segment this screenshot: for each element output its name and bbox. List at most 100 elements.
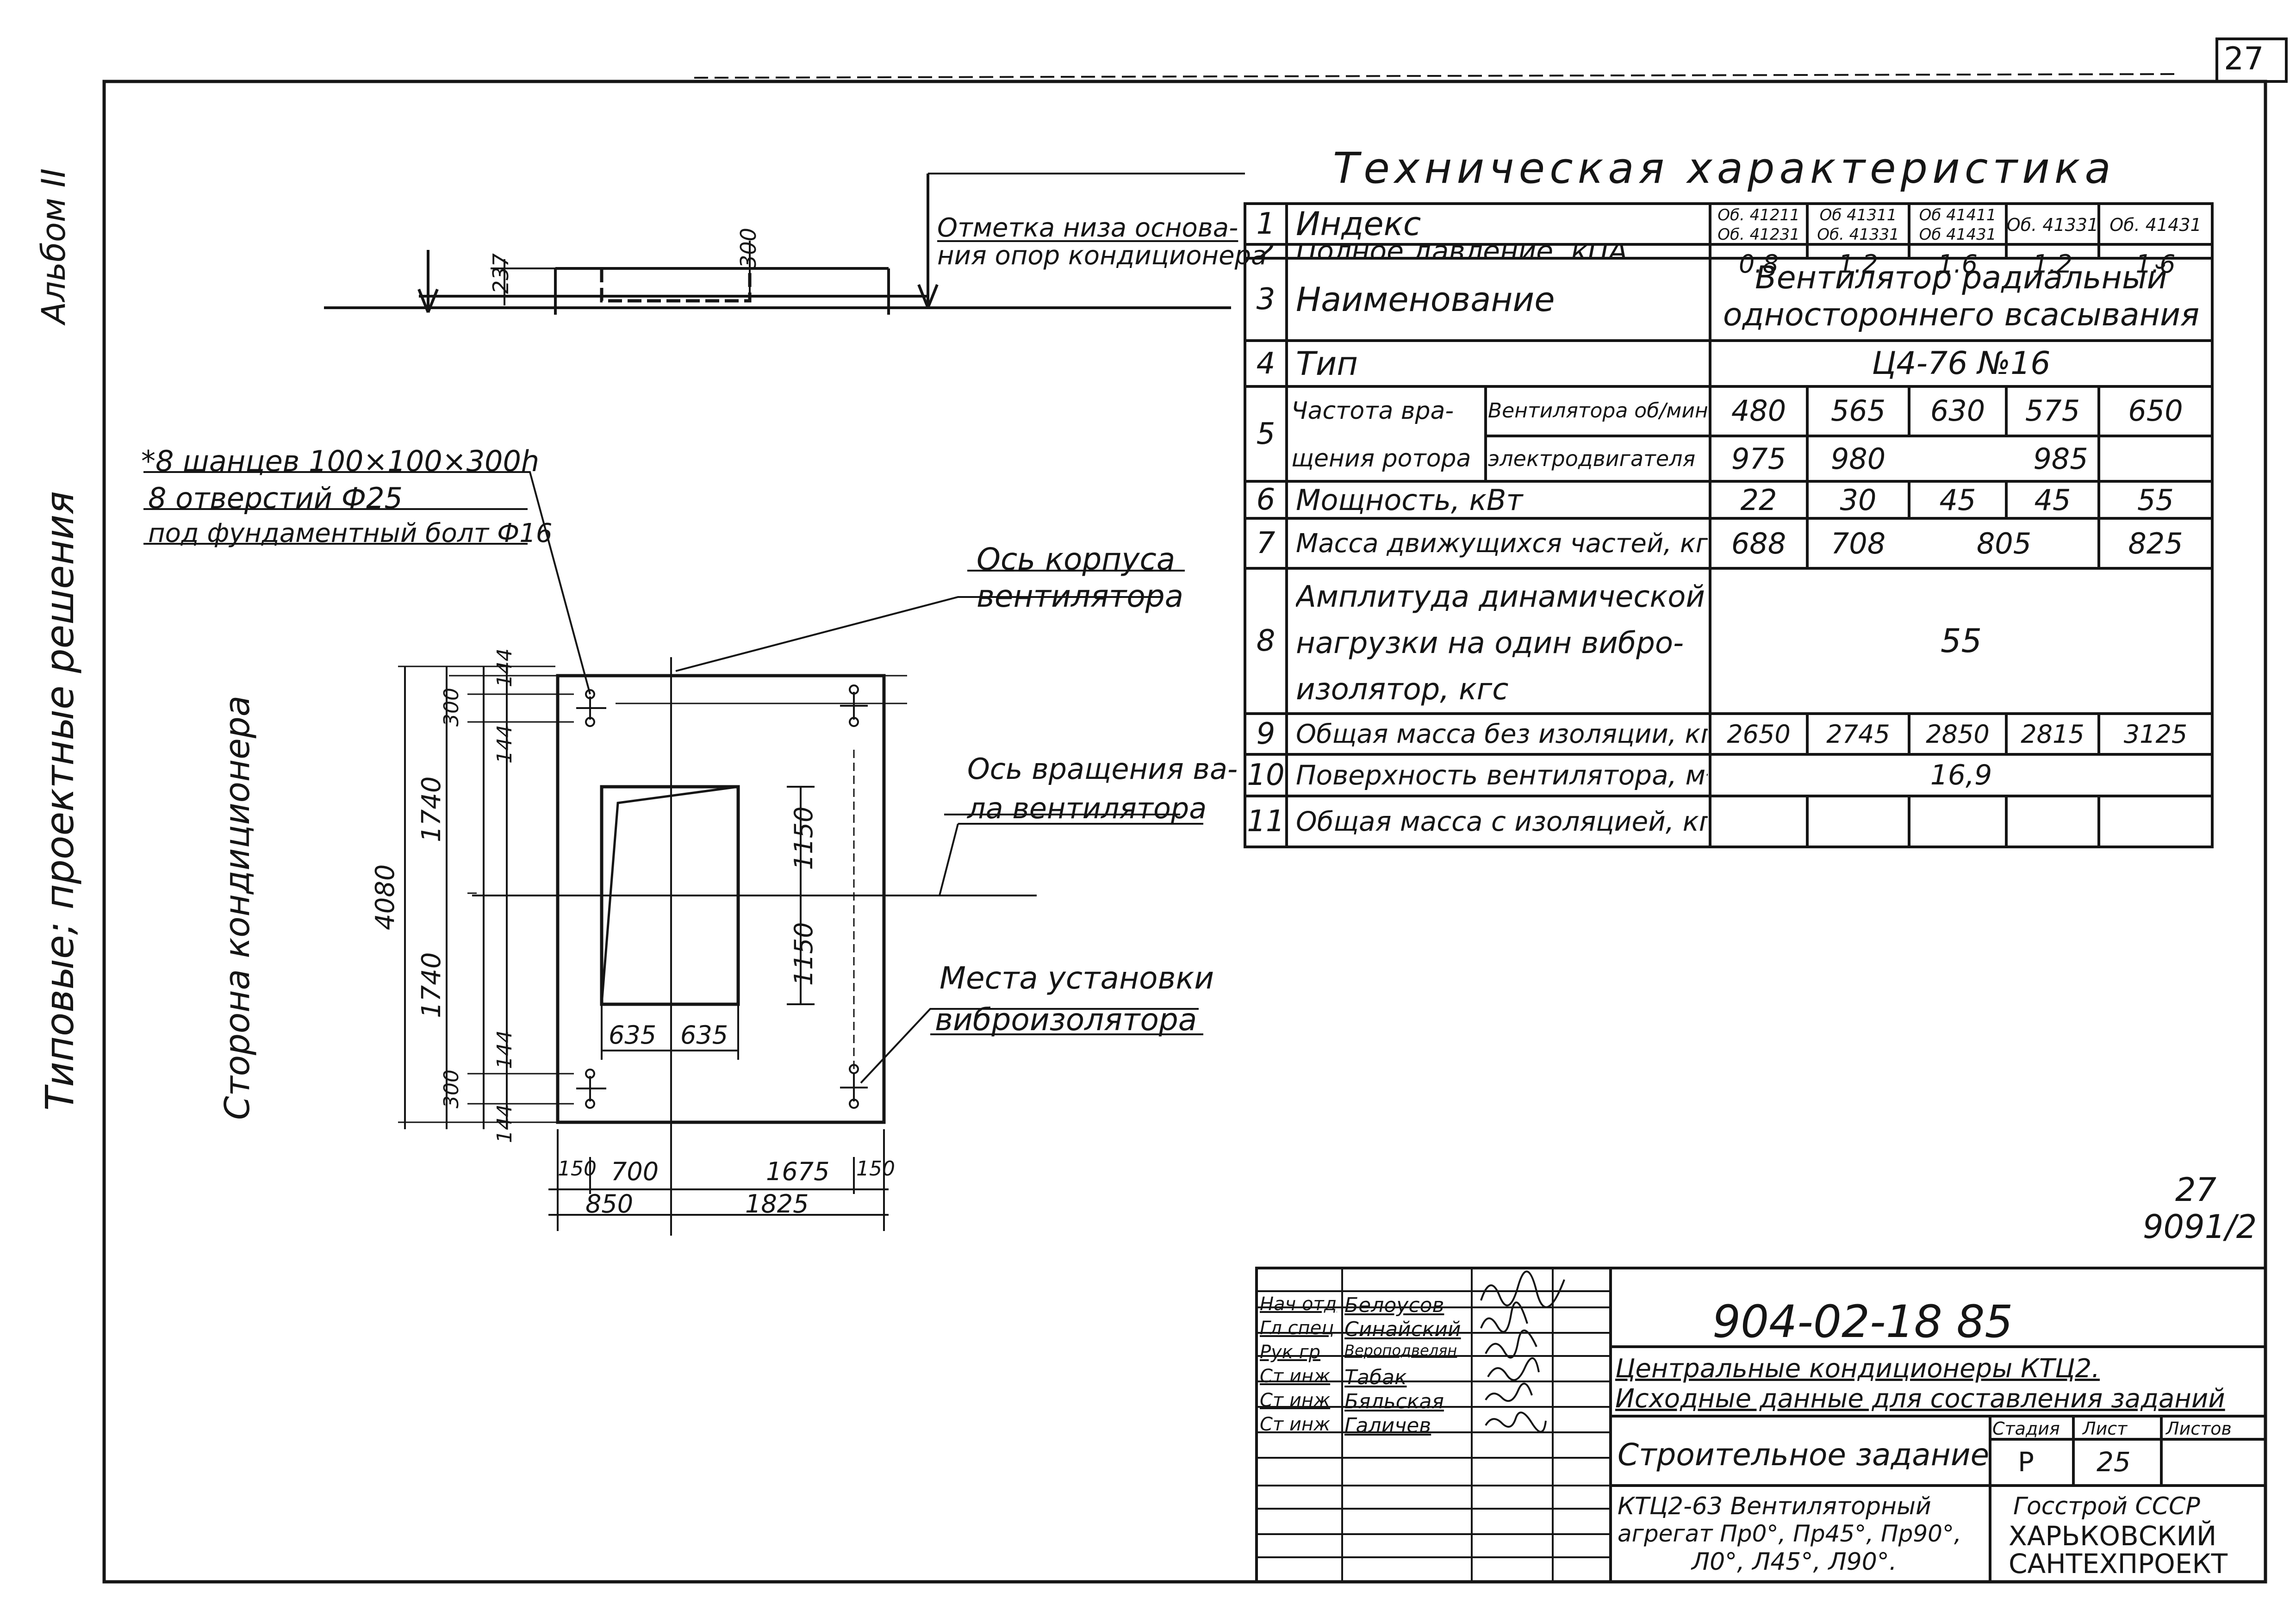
tb-name: Бяльская — [1344, 1390, 1444, 1413]
spec-value-motor: 975 — [1731, 442, 1786, 476]
dim-144-b: 144 — [493, 725, 516, 764]
dim-bottom-700: 700 — [611, 1157, 659, 1186]
dim-1740-top: 1740 — [417, 776, 447, 842]
signature-scribbles — [1480, 1270, 1565, 1433]
tb-org: Госстрой СССР — [2013, 1492, 2200, 1520]
spec-value-drymass: 3125 — [2123, 719, 2188, 749]
spec-value: 1.2 — [1838, 249, 1878, 279]
tb-sub: Строительное задание — [1618, 1437, 1990, 1473]
tb-name: Табак — [1344, 1366, 1407, 1389]
spec-row-num: 7 — [1256, 526, 1276, 560]
anchor-note-1: *8 шанцев 100×100×300h — [141, 444, 540, 478]
spec-merged: Ц4-76 №16 — [1872, 345, 2051, 382]
spec-row-num: 5 — [1256, 417, 1276, 451]
tb-object: агрегат Пр0°, Пр45°, Пр90°, — [1618, 1520, 1961, 1547]
spec-row-label: Амплитуда динамической — [1296, 580, 1705, 614]
spec-index-code: Об. 41331 — [1817, 225, 1899, 244]
spec-merged: 16,9 — [1930, 759, 1992, 791]
dim-1150-top: 1150 — [789, 806, 818, 870]
tb-role: Ст инж — [1260, 1414, 1331, 1435]
title-block-grid — [1255, 1267, 2267, 1583]
spec-table: 1234567891011ИндексПолное давление, кПАН… — [1245, 204, 2212, 847]
dim-635-b: 635 — [680, 1020, 728, 1050]
tb-desc1: Центральные кондиционеры КТЦ2. — [1615, 1354, 2100, 1384]
spec-value-drymass: 2815 — [2021, 719, 2084, 749]
isolator-label-1: Места установки — [940, 960, 1214, 996]
dim-300-bottom: 300 — [440, 1070, 463, 1108]
spec-value-rpm: 565 — [1830, 394, 1886, 428]
elevation-view — [324, 173, 1245, 315]
spec-index-code: Об. 41331 — [2006, 215, 2099, 235]
tb-name: Синайский — [1344, 1318, 1461, 1341]
spec-row-num: 9 — [1256, 717, 1276, 751]
anchor-note-3: под фундаментный болт Ф16 — [148, 518, 553, 548]
spec-value-motor: 985 — [2033, 442, 2088, 476]
tb-role: Ст инж — [1260, 1390, 1331, 1411]
elevation-label-1: Отметка низа основа- — [937, 213, 1238, 243]
tb-org: САНТЕХПРОЕКТ — [2009, 1548, 2228, 1579]
tb-role: Рук гр — [1260, 1342, 1321, 1363]
sheet-corner-number: 27 — [2224, 41, 2264, 77]
dim-bottom-1825: 1825 — [745, 1189, 809, 1219]
tb-stage-h: Стадия — [1992, 1418, 2060, 1439]
dim-635-a: 635 — [609, 1020, 657, 1050]
spec-value-drymass: 2650 — [1727, 719, 1791, 749]
dim-144-c: 144 — [493, 1030, 516, 1069]
tb-org: ХАРЬКОВСКИЙ — [2009, 1520, 2217, 1552]
spec-sub-label: электродвигателя — [1488, 446, 1696, 471]
spec-row-num: 3 — [1256, 282, 1276, 317]
spec-row-label: Поверхность вентилятора, м² — [1296, 759, 1708, 791]
dim-bottom-850: 850 — [585, 1189, 634, 1219]
spec-row-label: изолятор, кгс — [1296, 672, 1509, 707]
spec-row-label: щения ротора — [1291, 445, 1471, 473]
spec-value-rpm: 480 — [1731, 394, 1786, 428]
tb-object: КТЦ2-63 Вентиляторный — [1618, 1492, 1931, 1520]
dim-bottom-150-right: 150 — [856, 1157, 895, 1181]
body-axis-label-2: вентилятора — [977, 578, 1184, 614]
spec-value: 1.6 — [1938, 249, 1978, 279]
spec-row-num: 10 — [1247, 758, 1285, 792]
shaft-axis-label-2: ла вентилятора — [967, 791, 1207, 825]
spec-value: 0.8 — [1739, 249, 1779, 279]
dim-bottom-150-left: 150 — [558, 1157, 597, 1181]
spec-index-code: Об. 41231 — [1717, 225, 1800, 244]
spec-value: 1.6 — [2135, 249, 2176, 279]
spec-value-power: 22 — [1740, 483, 1777, 517]
side-label-series: Типовые; проектные решения — [37, 491, 82, 1111]
spec-merged: Вентилятор радиальный — [1755, 259, 2167, 296]
spec-table-grid — [1244, 202, 2214, 848]
tb-role: Нач отд — [1260, 1293, 1337, 1315]
spec-index-code: Об. 41431 — [2109, 215, 2202, 235]
tb-role: Гл спец — [1260, 1318, 1334, 1339]
spec-index-code: Об 41411 — [1919, 206, 1997, 224]
spec-row-label: Общая масса без изоляции, кг — [1296, 719, 1708, 749]
spec-merged: одностороннего всасывания — [1723, 296, 2200, 333]
spec-sub-label: Вентилятора об/мин — [1488, 399, 1708, 423]
tb-name: Белоусов — [1344, 1293, 1444, 1317]
conditioner-side-label: Сторона кондиционера — [218, 695, 257, 1120]
spec-value-drymass: 2850 — [1926, 719, 1990, 749]
spec-index-code: Об. 41211 — [1717, 206, 1800, 224]
tech-title: Техническая характеристика — [1333, 143, 2116, 193]
spec-value-rpm: 650 — [2128, 394, 2183, 428]
spec-value-power: 30 — [1840, 483, 1877, 517]
sheet-frame — [102, 80, 2267, 1584]
spec-value-mass: 688 — [1731, 526, 1786, 560]
sheet-ref-bottom: 9091/2 — [2143, 1208, 2257, 1246]
spec-index-code: Об 41431 — [1919, 225, 1997, 244]
dim-300-top: 300 — [440, 688, 463, 727]
spec-value-motor: 980 — [1830, 442, 1886, 476]
spec-row-label: Тип — [1296, 344, 1358, 383]
spec-value-mass: 825 — [2128, 526, 2183, 560]
spec-row-label: Частота вра- — [1291, 397, 1454, 425]
spec-row-label: Наименование — [1296, 280, 1555, 319]
tb-object: Л0°, Л45°, Л90°. — [1692, 1548, 1897, 1576]
dim-total-4080: 4080 — [370, 864, 400, 930]
isolator-label-2: виброизолятора — [935, 1002, 1197, 1038]
tb-sheets-h: Листов — [2166, 1418, 2232, 1439]
anchor-note-2: 8 отверстий Ф25 — [148, 481, 403, 515]
spec-row-num: 11 — [1247, 804, 1285, 839]
dim-144-a: 144 — [493, 648, 516, 687]
tb-sheet: 25 — [2097, 1446, 2131, 1478]
spec-row-num: 6 — [1256, 483, 1276, 517]
